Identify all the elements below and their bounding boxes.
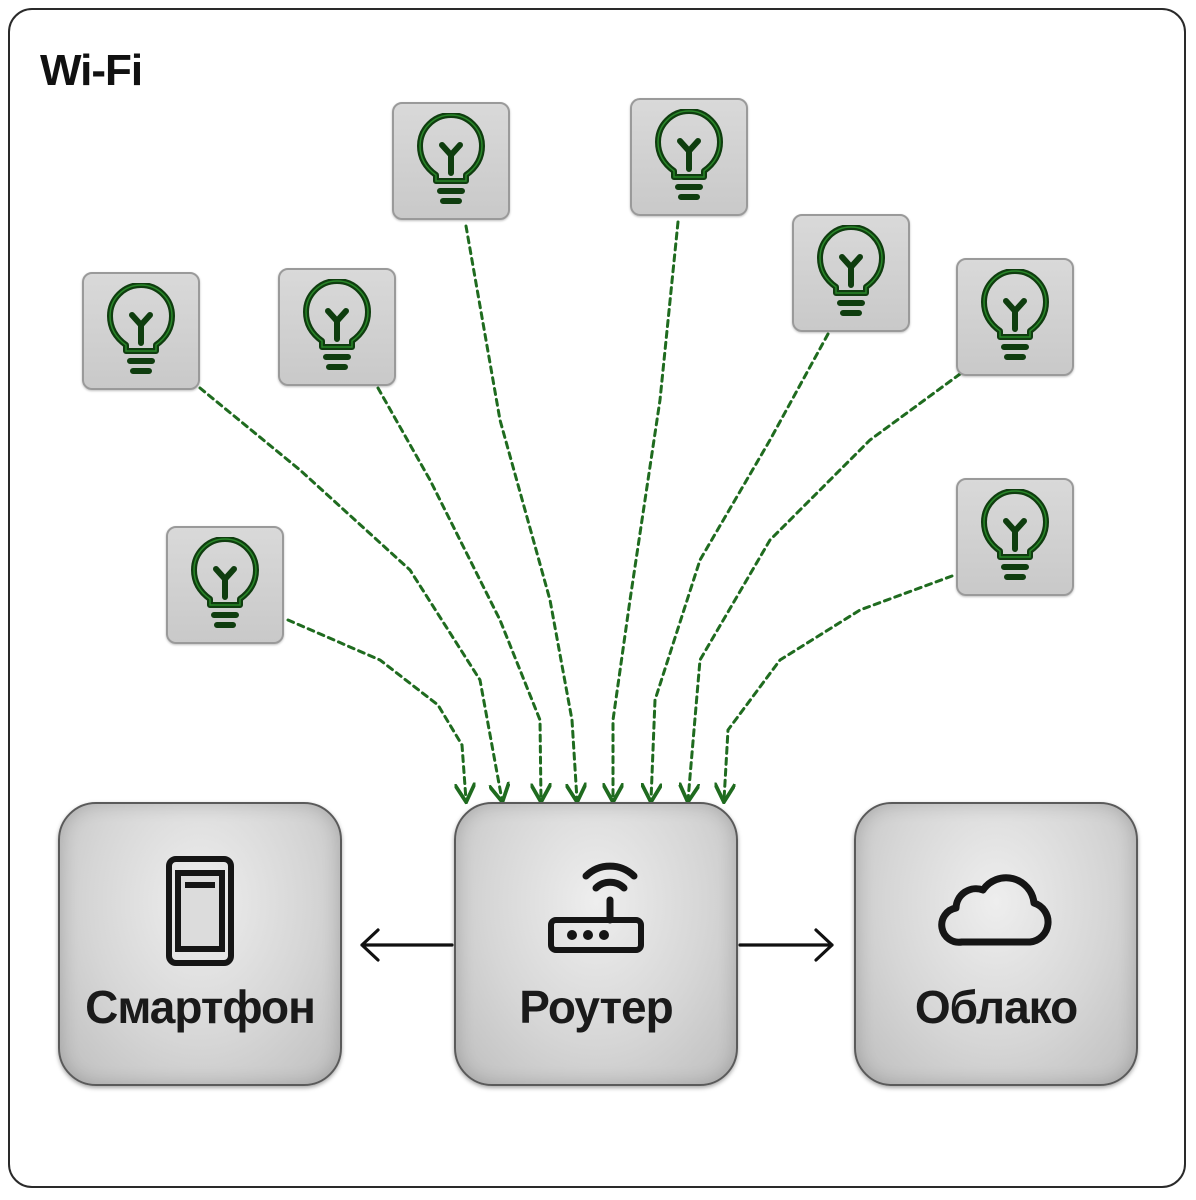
node-smartphone[interactable]: Смартфон [58,802,342,1086]
lightbulb-icon [417,113,485,204]
cloud-label: Облако [914,981,1078,1033]
smartphone-label: Смартфон [85,981,316,1033]
device-lightbulb-8[interactable] [956,478,1074,596]
arrow-to-smartphone [360,928,454,962]
device-lightbulb-1[interactable] [166,526,284,644]
device-lightbulb-5[interactable] [630,98,748,216]
lightbulb-icon [191,537,259,628]
lightbulb-icon [107,283,175,374]
node-router[interactable]: Роутер [454,802,738,1086]
cloud-icon [938,874,1052,946]
router-label: Роутер [519,981,673,1033]
link-bulb-6 [651,332,830,800]
device-lightbulb-7[interactable] [956,258,1074,376]
device-lightbulb-4[interactable] [392,102,510,220]
link-bulb-1 [286,618,466,800]
link-bulb-2 [198,386,502,800]
arrow-to-cloud [738,928,834,962]
link-bulb-4 [464,224,577,800]
device-lightbulb-3[interactable] [278,268,396,386]
link-bulb-5 [613,220,680,800]
device-lightbulb-2[interactable] [82,272,200,390]
lightbulb-icon [981,269,1049,360]
smartphone-icon [166,856,234,966]
diagram-title: Wi-Fi [40,46,143,95]
node-cloud[interactable]: Облако [854,802,1138,1086]
link-bulb-8 [724,574,954,800]
lightbulb-icon [817,225,885,316]
lightbulb-icon [981,489,1049,580]
device-lightbulb-6[interactable] [792,214,910,332]
lightbulb-icon [303,279,371,370]
router-icon [548,862,644,953]
link-bulb-7 [688,372,962,800]
lightbulb-icon [655,109,723,200]
link-bulb-3 [376,386,541,800]
